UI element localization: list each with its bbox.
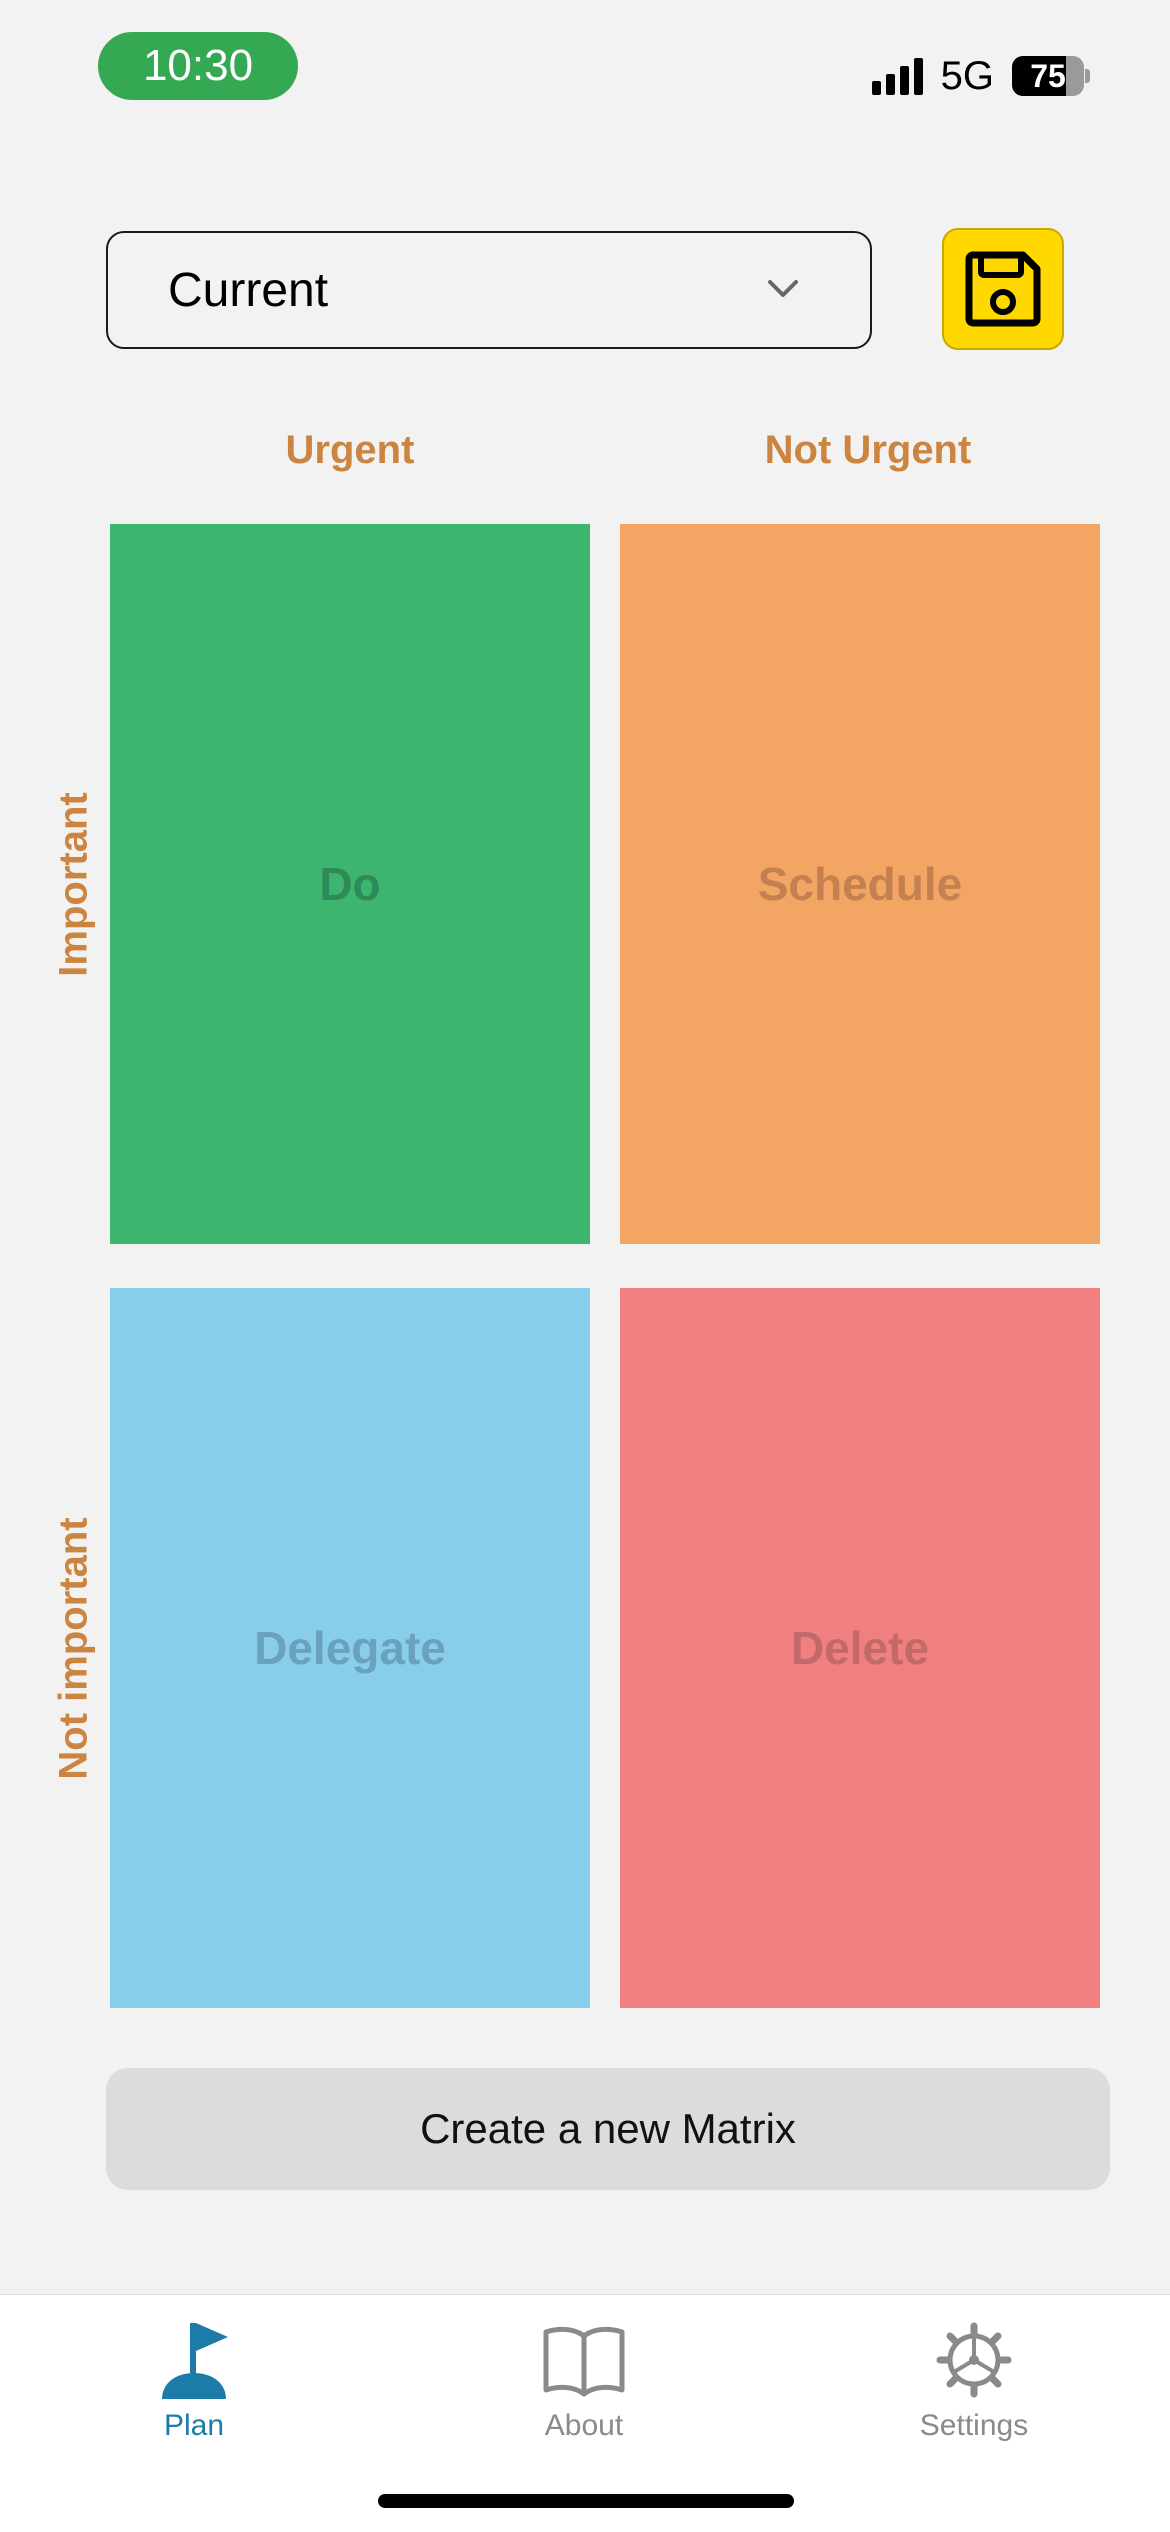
network-type: 5G (940, 53, 994, 98)
signal-icon (871, 57, 923, 95)
tab-plan[interactable]: Plan (74, 2315, 314, 2455)
tab-settings[interactable]: Settings (854, 2315, 1094, 2455)
save-button[interactable] (942, 228, 1064, 350)
row-label-not-important-wrap: Not important (34, 1288, 114, 2008)
quadrant-delegate[interactable]: Delegate (110, 1288, 590, 2008)
battery-level: 75 (1030, 57, 1066, 94)
row-label-not-important: Not important (51, 1516, 96, 1780)
quadrant-delegate-label: Delegate (254, 1622, 446, 1674)
tab-settings-label: Settings (919, 2409, 1029, 2442)
tab-plan-label: Plan (163, 2409, 225, 2442)
column-label-urgent: Urgent (285, 428, 415, 472)
flag-icon (162, 2323, 228, 2399)
matrix-select-value: Current (168, 263, 329, 317)
create-matrix-button[interactable]: Create a new Matrix (106, 2068, 1110, 2190)
tab-bar: Plan About (0, 2294, 1170, 2532)
quadrant-delete[interactable]: Delete (620, 1288, 1100, 2008)
quadrant-do-label: Do (319, 858, 381, 910)
gear-icon (936, 2322, 1012, 2398)
quadrant-do[interactable]: Do (110, 524, 590, 1244)
quadrant-schedule-label: Schedule (757, 858, 963, 910)
battery-icon: 75 (1012, 56, 1090, 96)
row-label-important-wrap: Important (34, 524, 114, 1244)
floppy-disk-icon (965, 251, 1041, 327)
row-label-important: Important (51, 791, 96, 977)
chevron-down-icon (768, 280, 798, 297)
column-label-not-urgent: Not Urgent (764, 428, 972, 472)
create-matrix-label: Create a new Matrix (420, 2105, 796, 2152)
home-indicator (378, 2494, 794, 2508)
quadrant-schedule[interactable]: Schedule (620, 524, 1100, 1244)
matrix-select[interactable]: Current (106, 231, 872, 349)
book-icon (543, 2326, 625, 2397)
tab-about-label: About (544, 2409, 624, 2442)
status-indicators: 5G 75 (871, 50, 1090, 102)
status-time: 10:30 (98, 32, 298, 100)
status-time-text: 10:30 (142, 41, 254, 90)
tab-about[interactable]: About (464, 2315, 704, 2455)
quadrant-delete-label: Delete (790, 1622, 930, 1674)
